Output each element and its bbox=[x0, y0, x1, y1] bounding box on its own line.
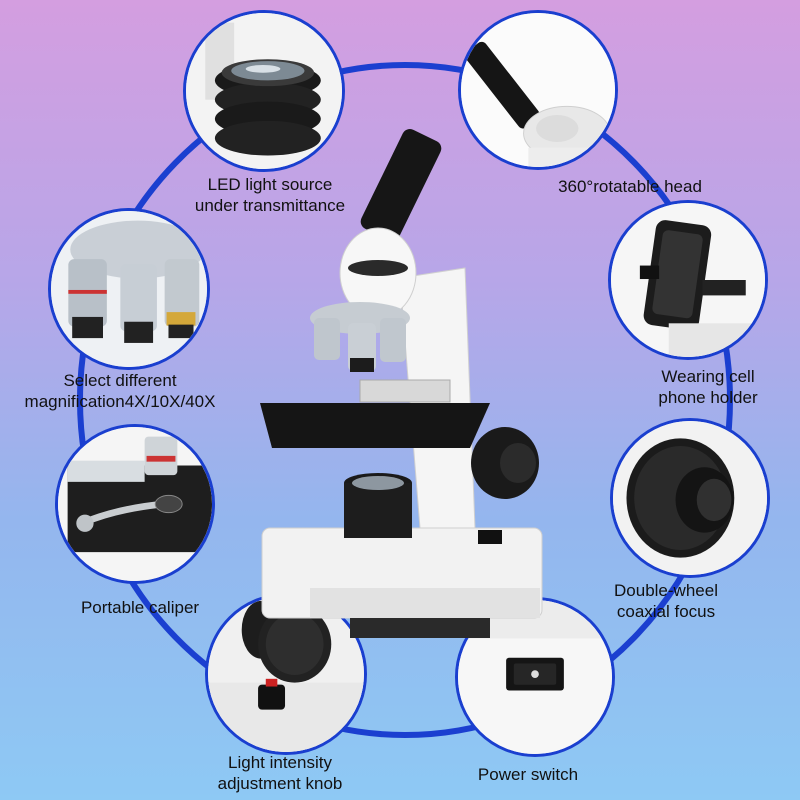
label-power-switch: Power switch bbox=[438, 764, 618, 785]
label-line: Wearing cell bbox=[661, 367, 755, 386]
label-line: LED light source bbox=[207, 175, 333, 194]
bubble-magnification bbox=[48, 208, 210, 370]
bubble-caliper bbox=[55, 424, 215, 584]
label-led-light-source: LED light source under transmittance bbox=[170, 174, 370, 216]
caliper-image bbox=[58, 427, 212, 581]
label-line: Double-wheel bbox=[614, 581, 718, 600]
label-line: Light intensity bbox=[228, 753, 332, 772]
label-light-intensity: Light intensity adjustment knob bbox=[190, 752, 370, 794]
label-rotatable-head: 360°rotatable head bbox=[520, 176, 740, 197]
label-line: adjustment knob bbox=[217, 774, 343, 793]
label-magnification: Select different magnification4X/10X/40X bbox=[0, 370, 240, 412]
label-line: 360°rotatable head bbox=[558, 177, 702, 196]
rotatable-head-image bbox=[461, 13, 615, 167]
label-caliper: Portable caliper bbox=[40, 597, 240, 618]
led-lens-image bbox=[186, 13, 342, 169]
label-line: Power switch bbox=[477, 765, 579, 784]
label-line: phone holder bbox=[658, 388, 758, 407]
label-phone-holder: Wearing cell phone holder bbox=[628, 366, 788, 408]
label-line: under transmittance bbox=[194, 196, 346, 215]
bubble-led-light-source bbox=[183, 10, 345, 172]
bubble-coaxial-focus bbox=[610, 418, 770, 578]
bubble-phone-holder bbox=[608, 200, 768, 360]
objective-lenses-image bbox=[51, 211, 207, 367]
label-line: Portable caliper bbox=[80, 598, 200, 617]
bubble-rotatable-head bbox=[458, 10, 618, 170]
label-line: magnification4X/10X/40X bbox=[24, 392, 216, 411]
label-line: coaxial focus bbox=[616, 602, 716, 621]
focus-knob-image bbox=[613, 421, 767, 575]
label-line: Select different bbox=[63, 371, 177, 390]
label-coaxial-focus: Double-wheel coaxial focus bbox=[586, 580, 746, 622]
microscope-image bbox=[260, 129, 543, 638]
phone-holder-image bbox=[611, 203, 765, 357]
